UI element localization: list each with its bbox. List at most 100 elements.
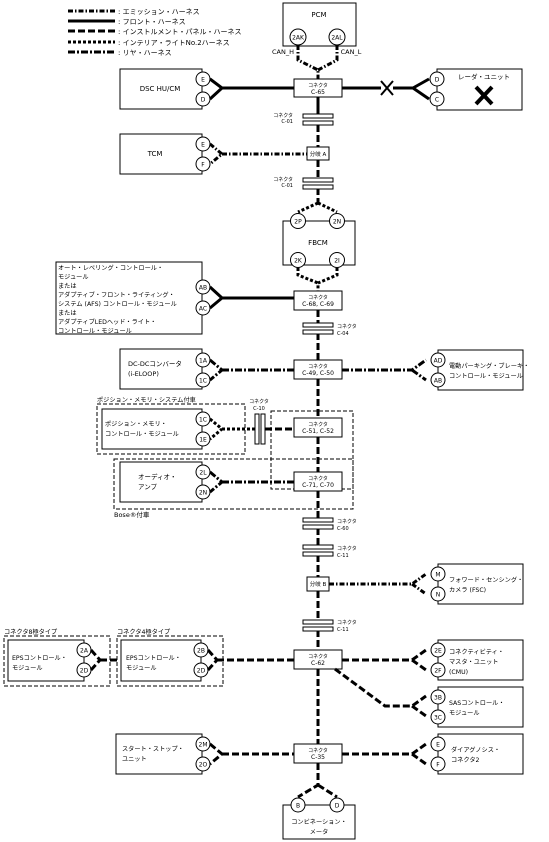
svg-text:EPSコントロール・: EPSコントロール・ bbox=[126, 655, 181, 662]
svg-text:1A: 1A bbox=[199, 358, 208, 365]
svg-text:(CMU): (CMU) bbox=[449, 669, 468, 676]
svg-text:オート・レベリング・コントロール・: オート・レベリング・コントロール・ bbox=[58, 264, 163, 272]
svg-text:1C: 1C bbox=[199, 417, 207, 424]
svg-text:コネクタ: コネクタ bbox=[308, 653, 328, 660]
svg-text:オーディオ・: オーディオ・ bbox=[138, 472, 177, 481]
svg-text:SASコントロール・: SASコントロール・ bbox=[449, 700, 505, 707]
svg-text:2P: 2P bbox=[294, 219, 302, 226]
svg-text:2K: 2K bbox=[294, 258, 303, 265]
svg-text:コントロール・モジュール: コントロール・モジュール bbox=[105, 431, 179, 438]
eps-8pin-group: コネクタ8極タイプ EPSコントロール・ モジュール 2A 2D bbox=[3, 628, 120, 687]
c65-code: C-65 bbox=[311, 89, 325, 96]
memory-option-group: ポジション・メモリ・システム付車 ポジション・メモリ・ コントロール・モジュール… bbox=[96, 396, 255, 455]
svg-text:コネクタ: コネクタ bbox=[308, 82, 328, 89]
svg-text:2A: 2A bbox=[80, 648, 89, 655]
svg-text:コンビネーション・: コンビネーション・ bbox=[291, 818, 347, 826]
pcm-name: PCM bbox=[311, 11, 326, 19]
svg-text:AB: AB bbox=[199, 285, 207, 292]
dsc-module: DSC HU/CM E D bbox=[119, 68, 294, 110]
cmu-module: 2E 2F コネクティビティ・ マスタ・ユニット (CMU) bbox=[342, 639, 524, 681]
svg-text:コネクティビティ・: コネクティビティ・ bbox=[449, 648, 504, 656]
eps-4pin-group: コネクタ4極タイプ EPSコントロール・ モジュール 2B 2D bbox=[116, 628, 294, 687]
svg-text:コネクタ: コネクタ bbox=[308, 421, 328, 428]
svg-text:フォワード・センシング・: フォワード・センシング・ bbox=[449, 576, 523, 584]
connector-c01-upper: コネクタ C-01 bbox=[273, 112, 334, 126]
pcm-can-h: CAN_H bbox=[272, 48, 294, 56]
svg-text:F: F bbox=[436, 762, 440, 769]
svg-text:E: E bbox=[201, 77, 205, 84]
svg-text:C-11: C-11 bbox=[337, 553, 349, 559]
svg-text:2O: 2O bbox=[199, 762, 208, 769]
svg-text:モジュール: モジュール bbox=[58, 274, 89, 281]
svg-text:2D: 2D bbox=[80, 668, 89, 675]
svg-text:アンプ: アンプ bbox=[138, 483, 158, 491]
svg-text:コネクタ2: コネクタ2 bbox=[451, 756, 480, 764]
svg-text:2F: 2F bbox=[434, 668, 442, 675]
svg-text:コントロール・モジュール: コントロール・モジュール bbox=[58, 328, 132, 335]
svg-text:E: E bbox=[436, 742, 440, 749]
svg-text:コネクタ: コネクタ bbox=[337, 619, 357, 626]
svg-text:マスタ・ユニット: マスタ・ユニット bbox=[449, 658, 499, 666]
svg-text:コネクタ: コネクタ bbox=[337, 545, 357, 552]
svg-text:カメラ (FSC): カメラ (FSC) bbox=[449, 587, 486, 594]
svg-text:1E: 1E bbox=[199, 437, 207, 444]
branch-a: 分岐 A bbox=[306, 146, 330, 161]
connector-c71-c70: コネクタ C-71, C-70 bbox=[293, 471, 343, 492]
meter-module: B D コンビネーション・ メータ bbox=[282, 763, 356, 840]
svg-text:2B: 2B bbox=[197, 648, 205, 655]
branch-b: 分岐 B bbox=[306, 576, 330, 592]
audio-module: オーディオ・ アンプ 2L 2N bbox=[119, 461, 294, 503]
sas-module: 3B 3C SASコントロール・ モジュール bbox=[334, 667, 524, 728]
svg-text:分岐 A: 分岐 A bbox=[310, 150, 327, 158]
svg-text:コネクタ: コネクタ bbox=[308, 747, 328, 754]
connector-c60: コネクタ C-60 bbox=[302, 517, 357, 532]
pcm-can-l: CAN_L bbox=[341, 48, 362, 56]
svg-text:C: C bbox=[435, 97, 439, 104]
svg-text:2N: 2N bbox=[333, 219, 341, 226]
connector-c04: コネクタ C-04 bbox=[302, 322, 357, 337]
svg-text:モジュール: モジュール bbox=[449, 710, 480, 717]
svg-text:D: D bbox=[201, 97, 206, 104]
svg-text:メータ: メータ bbox=[310, 828, 329, 836]
svg-text:分岐 B: 分岐 B bbox=[310, 580, 327, 588]
legend-interior: : インテリア・ライトNo.2ハーネス bbox=[118, 39, 230, 47]
svg-text:M: M bbox=[435, 572, 440, 579]
svg-text:E: E bbox=[201, 142, 205, 149]
svg-text:モジュール: モジュール bbox=[126, 665, 157, 672]
pcm-pin-2ak: 2AK bbox=[292, 35, 305, 42]
svg-text:C-11: C-11 bbox=[337, 627, 349, 633]
svg-text:C-01: C-01 bbox=[281, 119, 293, 125]
svg-text:2I: 2I bbox=[334, 258, 340, 265]
legend-instrument: : インストルメント・パネル・ハーネス bbox=[118, 28, 241, 36]
radar-name: レーダ・ユニット bbox=[458, 72, 510, 81]
svg-text:ダイアグノシス・: ダイアグノシス・ bbox=[451, 746, 500, 754]
svg-text:C-60: C-60 bbox=[337, 526, 349, 532]
svg-text:EPSコントロール・: EPSコントロール・ bbox=[12, 655, 67, 662]
svg-text:AC: AC bbox=[199, 306, 207, 313]
svg-text:アダプティブ・フロント・ライティング・: アダプティブ・フロント・ライティング・ bbox=[58, 291, 175, 299]
svg-text:コネクタ: コネクタ bbox=[308, 475, 328, 482]
legend-emission: : エミッション・ハーネス bbox=[118, 8, 200, 16]
svg-text:AD: AD bbox=[434, 358, 443, 365]
dsc-name: DSC HU/CM bbox=[140, 85, 181, 93]
svg-text:C-68, C-69: C-68, C-69 bbox=[302, 301, 334, 308]
legend: : エミッション・ハーネス : フロント・ハーネス : インストルメント・パネル… bbox=[68, 8, 241, 57]
svg-text:D: D bbox=[335, 803, 340, 810]
svg-text:電動パーキング・ブレーキ・: 電動パーキング・ブレーキ・ bbox=[449, 362, 529, 370]
svg-text:N: N bbox=[436, 592, 441, 599]
connector-c68-c69: コネクタ C-68, C-69 bbox=[293, 290, 343, 311]
svg-text:2N: 2N bbox=[199, 490, 207, 497]
memory-option-label: ポジション・メモリ・システム付車 bbox=[97, 396, 196, 404]
tcm-name: TCM bbox=[147, 150, 163, 158]
legend-front: : フロント・ハーネス bbox=[118, 18, 186, 26]
svg-text:ポジション・メモリ・: ポジション・メモリ・ bbox=[105, 420, 167, 428]
pcm-module: PCM 2AK 2AL CAN_H CAN_L bbox=[272, 2, 362, 79]
svg-text:C-01: C-01 bbox=[281, 183, 293, 189]
svg-text:または: または bbox=[58, 310, 77, 317]
svg-text:コネクタ: コネクタ bbox=[273, 112, 293, 119]
svg-text:C-35: C-35 bbox=[311, 754, 325, 761]
not-equipped-x-icon bbox=[474, 85, 494, 106]
svg-text:モジュール: モジュール bbox=[12, 665, 43, 672]
svg-text:2D: 2D bbox=[197, 668, 206, 675]
